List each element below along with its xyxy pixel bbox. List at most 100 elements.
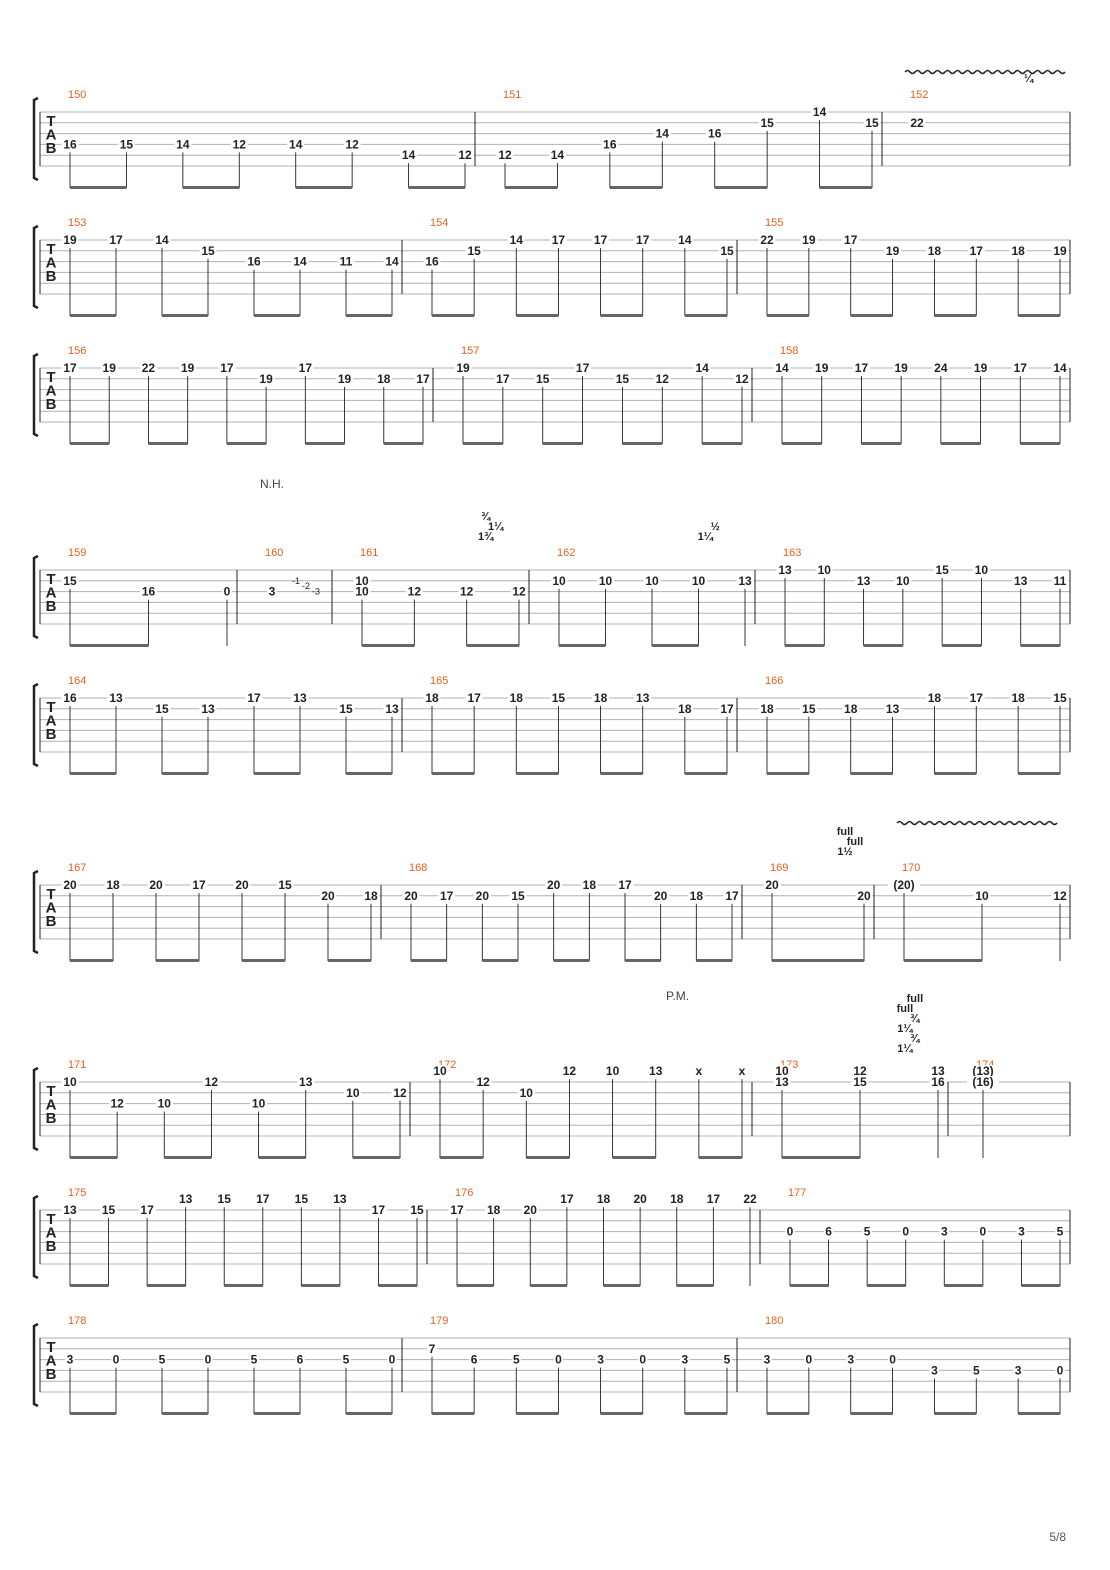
note-beam	[819, 186, 872, 189]
note-beam	[70, 186, 127, 189]
fret-knockout	[469, 1353, 479, 1366]
note-beam	[162, 772, 208, 775]
fret-number: 12	[563, 1064, 577, 1078]
fret-knockout	[111, 1353, 121, 1366]
fret-number: 19	[456, 361, 470, 375]
fret-number: 13	[1014, 574, 1028, 588]
fret-knockout	[595, 1193, 612, 1206]
fret-number: x	[696, 1064, 703, 1078]
fret-knockout	[900, 1225, 911, 1238]
measure-number: 166	[765, 675, 783, 687]
note-beam	[530, 1284, 567, 1287]
system-bracket	[32, 224, 39, 310]
measure-number: 164	[68, 675, 86, 687]
fret-number: 12	[110, 1097, 124, 1111]
fret-knockout	[438, 889, 456, 902]
tab-clef-letter: B	[46, 1110, 57, 1127]
fret-number: 13	[649, 1064, 663, 1078]
system-bracket	[32, 352, 39, 438]
bend-annotation: 1¼	[897, 1023, 913, 1035]
fret-knockout	[61, 138, 79, 151]
fret-knockout	[604, 1065, 622, 1078]
fret-number: 19	[894, 361, 908, 375]
fret-knockout	[718, 702, 736, 715]
note-beam	[466, 644, 519, 647]
fret-knockout	[341, 1353, 351, 1366]
note-beam	[242, 959, 285, 962]
fret-number: 19	[802, 233, 816, 247]
fret-knockout	[973, 889, 991, 902]
system-bracket	[32, 1066, 39, 1152]
fret-knockout	[383, 702, 401, 715]
fret-knockout	[296, 362, 314, 374]
fret-number: 14	[1053, 361, 1067, 375]
note-beam	[383, 442, 423, 445]
note-beam	[542, 442, 583, 445]
fret-number: 18	[1011, 691, 1025, 705]
fret-knockout	[405, 585, 423, 598]
fret-number: 15	[120, 137, 134, 151]
fret-number: 10	[645, 574, 659, 588]
fret-knockout	[776, 564, 794, 576]
fret-number: 17	[467, 691, 481, 705]
measure-number: 180	[765, 1315, 783, 1327]
fret-knockout	[391, 1086, 409, 1099]
fret-number: 12	[476, 1075, 490, 1089]
fret-knockout	[353, 585, 371, 598]
fret-number: 5	[864, 1225, 871, 1239]
bend-annotation: ¾	[910, 1013, 920, 1025]
fret-number: 15	[295, 1192, 309, 1206]
note-beam	[70, 959, 113, 962]
note-beam	[432, 772, 475, 775]
fret-knockout	[292, 1193, 310, 1206]
note-beam	[346, 772, 392, 775]
fret-number: 10	[433, 1064, 447, 1078]
tab-clef-letter: A	[46, 900, 57, 917]
fret-number: 13	[886, 702, 900, 716]
fret-number: 10	[355, 585, 369, 599]
fret-number: 5	[343, 1353, 350, 1367]
fret-knockout	[423, 255, 441, 268]
fret-number: 12	[1053, 889, 1067, 903]
fret-number: 5	[159, 1353, 166, 1367]
note-beam	[1021, 1284, 1060, 1287]
fret-knockout	[509, 889, 527, 902]
fret-knockout	[157, 1353, 167, 1366]
fret-number: 17	[440, 889, 454, 903]
fret-number: 0	[639, 1353, 646, 1367]
fret-knockout	[676, 234, 694, 246]
fret-number: 3	[682, 1353, 689, 1367]
note-beam	[1020, 442, 1060, 445]
fret-knockout	[929, 1076, 947, 1088]
fret-knockout	[521, 1204, 539, 1216]
fret-knockout	[939, 1225, 950, 1238]
measure-number: 168	[409, 862, 427, 874]
fret-number: 17	[416, 372, 430, 386]
fret-number: 15	[102, 1203, 116, 1217]
fret-number: 17	[707, 1192, 721, 1206]
fret-knockout	[862, 1225, 872, 1238]
fret-knockout	[1051, 362, 1069, 374]
system-bracket	[32, 869, 39, 955]
fret-knockout	[369, 1204, 387, 1216]
fret-number: 17	[576, 361, 590, 375]
note-beam	[850, 772, 893, 775]
fret-number: 18	[678, 702, 692, 716]
measure-number: 153	[68, 217, 86, 229]
fret-number: 16	[142, 585, 156, 599]
fret-number: 17	[970, 244, 984, 258]
fret-number: 20	[765, 878, 779, 892]
fret-number: 22	[142, 361, 156, 375]
fret-number: 17	[725, 889, 739, 903]
fret-number: 20	[235, 878, 249, 892]
note-beam	[305, 442, 345, 445]
fret-number: 13	[63, 1203, 77, 1217]
fret-knockout	[337, 255, 355, 268]
fret-number: 18	[928, 244, 942, 258]
measure-number: 159	[68, 547, 86, 559]
note-beam	[164, 1156, 212, 1159]
fret-knockout	[1055, 1225, 1065, 1238]
fret-knockout	[61, 234, 79, 246]
fret-knockout	[199, 702, 217, 715]
